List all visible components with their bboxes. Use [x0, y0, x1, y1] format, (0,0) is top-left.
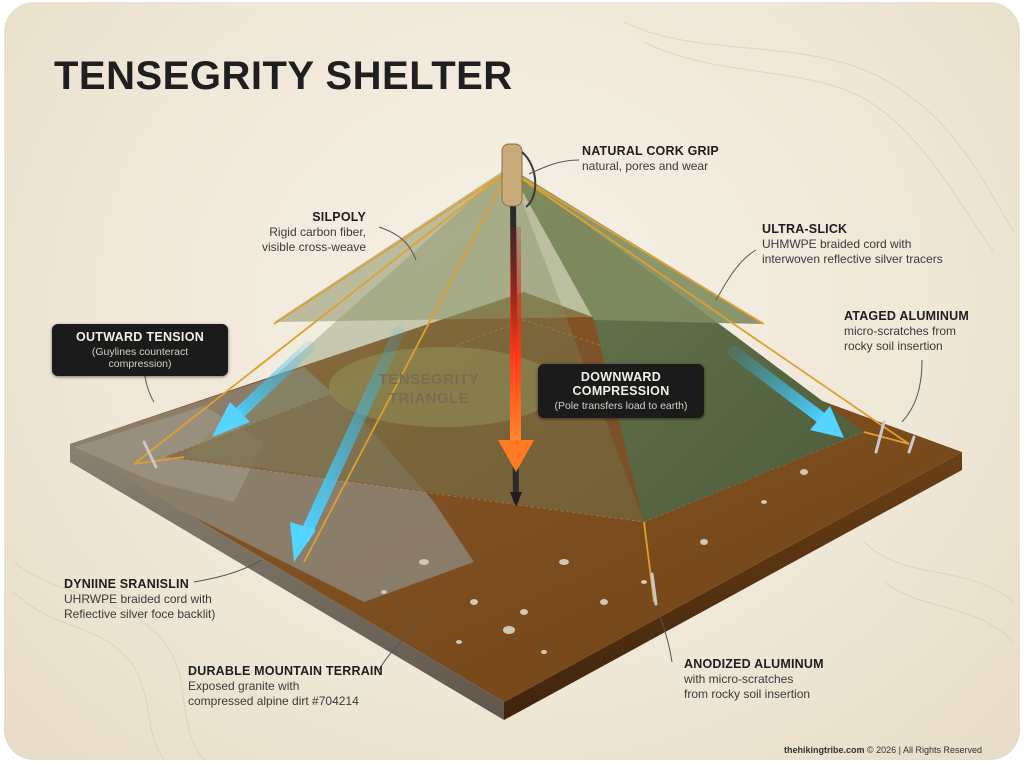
label-desc: from rocky soil insertion [684, 687, 811, 701]
label-heading: ATAGED ALUMINUM [844, 309, 969, 323]
badge-outward-tension: OUTWARD TENSION (Guylines counteract com… [52, 324, 228, 376]
tensegrity-triangle-label: TENSEGRITY TRIANGLE [354, 370, 504, 408]
ground-side-left [70, 444, 504, 720]
label-desc: Exposed granite with [188, 679, 300, 693]
label-anodized-aluminum: ANODIZED ALUMINUM with micro-scratches f… [684, 657, 824, 702]
leader-lines [143, 159, 923, 671]
label-ultra-slick: ULTRA-SLICK UHMWPE braided cord with int… [762, 222, 943, 267]
label-desc: with micro-scratches [684, 672, 794, 686]
label-heading: SILPOLY [312, 210, 366, 224]
badge-desc: (Pole transfers load to earth) [554, 400, 688, 412]
label-heading: DYNIINE SRANISLIN [64, 577, 189, 591]
badge-desc: (Guylines counteract compression) [91, 346, 189, 370]
footer-site: thehikingtribe.com [783, 745, 865, 755]
badge-heading: COMPRESSION [572, 384, 670, 398]
triangle-line-2: TRIANGLE [388, 390, 470, 407]
pebbles [381, 469, 808, 654]
page-title: TENSEGRITY SHELTER [54, 54, 513, 98]
label-dyniine-sranislin: DYNIINE SRANISLIN UHRWPE braided cord wi… [64, 577, 215, 622]
label-desc: UHMWPE braided cord with [762, 237, 912, 251]
label-desc: rocky soil insertion [844, 339, 943, 353]
downward-compression-arrow [498, 227, 534, 472]
copyright-footer: thehikingtribe.com © 2026 | All Rights R… [784, 745, 982, 755]
label-desc: Rigid carbon fiber, [269, 225, 366, 239]
triangle-line-1: TENSEGRITY [378, 371, 480, 388]
badge-heading: DOWNWARD [580, 370, 662, 384]
label-desc: interwoven reflective silver tracers [762, 252, 943, 266]
label-desc: natural, pores and wear [582, 159, 709, 173]
infographic-card: TENSEGRITY SHELTER NATURAL CORK GRIP nat… [4, 2, 1020, 760]
topo-contours [13, 21, 1015, 760]
label-durable-mountain-terrain: DURABLE MOUNTAIN TERRAIN Exposed granite… [188, 664, 383, 709]
footer-rights: © 2026 | All Rights Reserved [864, 745, 982, 755]
label-silpoly: SILPOLY Rigid carbon fiber, visible cros… [234, 210, 366, 255]
ground-side-right [504, 452, 962, 720]
shelter-illustration [13, 21, 1015, 760]
badge-downward-compression: DOWNWARD COMPRESSION (Pole transfers loa… [538, 364, 704, 418]
stakes [142, 420, 916, 606]
label-natural-cork-grip: NATURAL CORK GRIP natural, pores and wea… [582, 144, 719, 174]
badge-heading: OUTWARD TENSION [75, 330, 205, 344]
label-ataged-aluminum: ATAGED ALUMINUM micro-scratches from roc… [844, 309, 969, 354]
label-heading: NATURAL CORK GRIP [582, 144, 719, 158]
label-desc: visible cross-weave [261, 240, 366, 254]
label-heading: ULTRA-SLICK [762, 222, 848, 236]
label-heading: DURABLE MOUNTAIN TERRAIN [188, 664, 383, 678]
guylines [133, 169, 910, 603]
label-heading: ANODIZED ALUMINUM [684, 657, 824, 671]
label-desc: Refiective silver foce backlit) [64, 607, 216, 621]
label-desc: micro-scratches from [844, 324, 957, 338]
label-desc: UHRWPE braided cord with [64, 592, 212, 606]
outward-tension-arrows [212, 326, 844, 562]
cork-grip [501, 143, 523, 207]
label-desc: compressed alpine dirt #704214 [188, 694, 359, 708]
